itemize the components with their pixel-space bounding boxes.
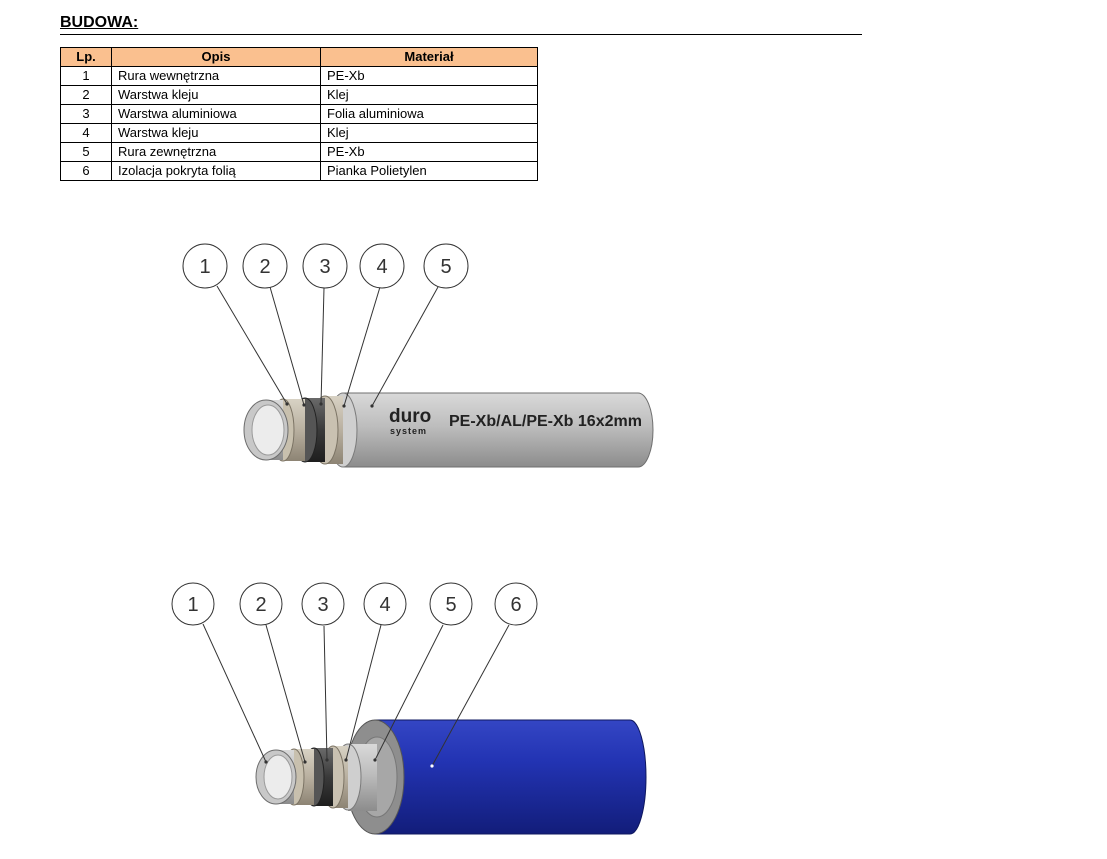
callout-circle bbox=[429, 582, 473, 626]
leader-dots-2 bbox=[264, 758, 434, 768]
callout-circle bbox=[182, 243, 228, 289]
section-heading: BUDOWA: bbox=[60, 14, 862, 35]
inner-pipe-bore bbox=[263, 754, 293, 800]
table-row: 6 Izolacja pokryta folią Pianka Polietyl… bbox=[60, 161, 538, 181]
cell-opis: Rura zewnętrzna bbox=[111, 142, 321, 162]
brand-sub: system bbox=[390, 426, 427, 436]
cell-material: PE-Xb bbox=[320, 142, 538, 162]
callout-number: 4 bbox=[376, 256, 387, 278]
table-header-row: Lp. Opis Materiał bbox=[60, 47, 538, 67]
cell-material: Klej bbox=[320, 123, 538, 143]
inner-pipe-bore bbox=[251, 404, 285, 456]
insulation-body bbox=[374, 719, 647, 835]
table-row: 4 Warstwa kleju Klej bbox=[60, 123, 538, 143]
construction-table: Lp. Opis Materiał 1 Rura wewnętrzna PE-X… bbox=[60, 47, 538, 181]
callout-number: 4 bbox=[379, 594, 390, 616]
pipe-print: PE-Xb/AL/PE-Xb 16x2mm bbox=[449, 413, 642, 430]
table-row: 1 Rura wewnętrzna PE-Xb bbox=[60, 66, 538, 86]
callout-number: 2 bbox=[259, 256, 270, 278]
pipe-figure-1: duro system PE-Xb/AL/PE-Xb 16x2mm 1 2 3 … bbox=[182, 243, 654, 468]
cell-opis: Rura wewnętrzna bbox=[111, 66, 321, 86]
callout-number: 1 bbox=[199, 256, 210, 278]
leader-lines-2 bbox=[202, 623, 510, 767]
cell-material: Klej bbox=[320, 85, 538, 105]
callout-circle bbox=[239, 582, 283, 626]
callout-circle bbox=[363, 582, 407, 626]
callout-circle bbox=[242, 243, 288, 289]
leader-dots-1 bbox=[285, 402, 374, 408]
header-material: Materiał bbox=[320, 47, 538, 67]
cell-material: Folia aluminiowa bbox=[320, 104, 538, 124]
heading-text: BUDOWA: bbox=[60, 14, 139, 31]
leader-lines-1 bbox=[216, 285, 439, 407]
brand-logo: duro bbox=[389, 406, 431, 427]
callout-number: 6 bbox=[510, 594, 521, 616]
callout-number: 1 bbox=[187, 594, 198, 616]
callout-circle bbox=[302, 243, 348, 289]
callout-number: 3 bbox=[317, 594, 328, 616]
cell-opis: Izolacja pokryta folią bbox=[111, 161, 321, 181]
table-row: 5 Rura zewnętrzna PE-Xb bbox=[60, 142, 538, 162]
cell-material: Pianka Polietylen bbox=[320, 161, 538, 181]
pipe-figure-2: 1 2 3 4 5 6 bbox=[171, 582, 647, 835]
cell-material: PE-Xb bbox=[320, 66, 538, 86]
callout-number: 2 bbox=[255, 594, 266, 616]
callout-circle bbox=[359, 243, 405, 289]
callout-number: 5 bbox=[445, 594, 456, 616]
outer-pipe bbox=[342, 392, 654, 468]
header-opis: Opis bbox=[111, 47, 321, 67]
callout-circle bbox=[494, 582, 538, 626]
callout-number: 3 bbox=[319, 256, 330, 278]
callout-circle bbox=[301, 582, 345, 626]
callout-circle bbox=[171, 582, 215, 626]
callout-number: 5 bbox=[440, 256, 451, 278]
callout-circle bbox=[423, 243, 469, 289]
